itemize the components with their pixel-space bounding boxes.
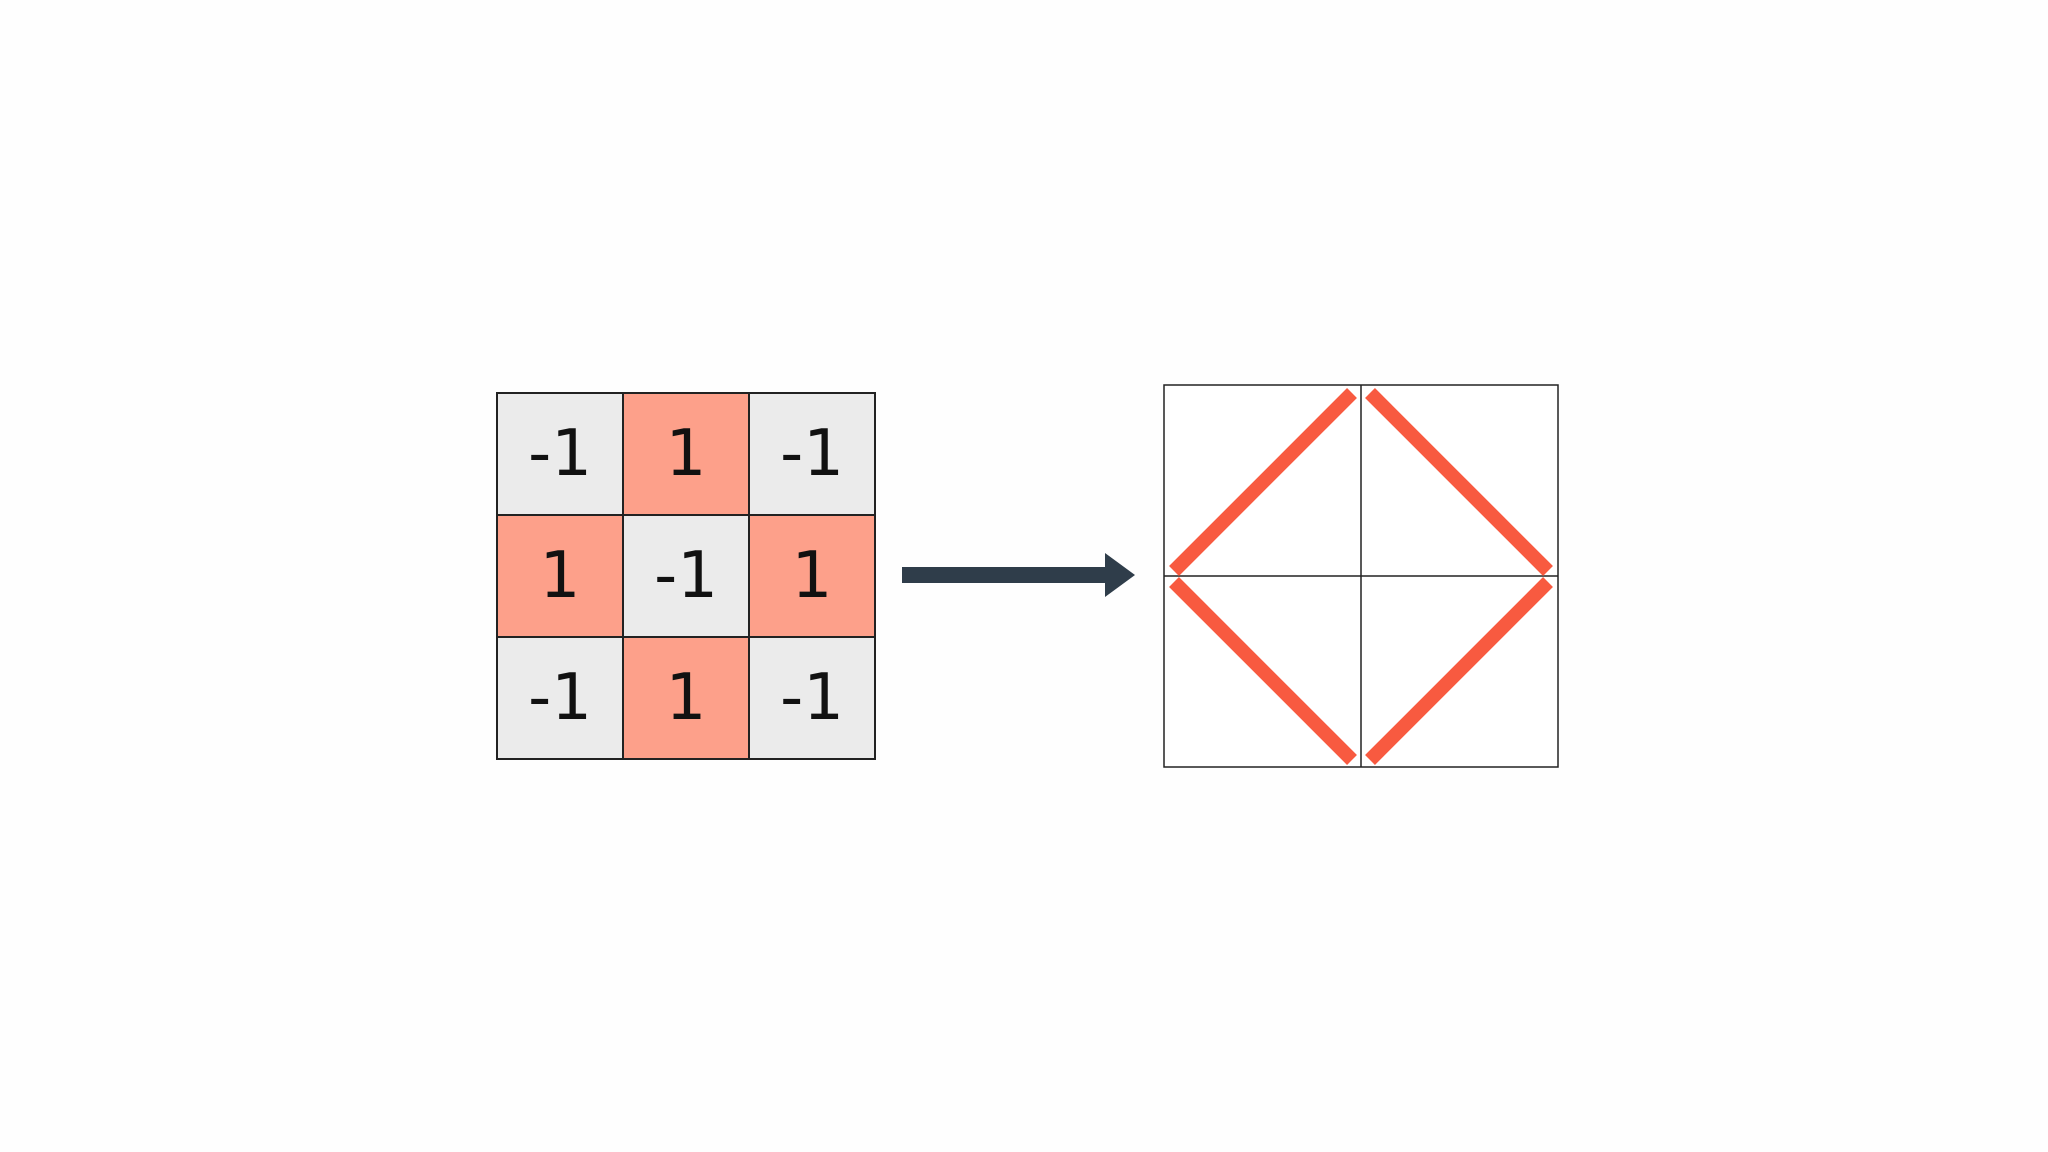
matrix-cell: -1 (497, 637, 623, 759)
diamond-stroke-top-right (1365, 388, 1553, 576)
matrix-cell: -1 (497, 393, 623, 515)
matrix-cell: 1 (497, 515, 623, 637)
matrix-cell: 1 (749, 515, 875, 637)
matrix-cell: -1 (623, 515, 749, 637)
diamond-stroke-top-left (1169, 388, 1357, 576)
matrix-cell: 1 (623, 637, 749, 759)
diamond-stroke-bottom-right (1365, 577, 1553, 765)
matrix-cell: -1 (749, 393, 875, 515)
matrix-cell: 1 (623, 393, 749, 515)
diamond-strokes (1169, 388, 1553, 765)
arrow-head (1105, 553, 1135, 597)
matrix-cell: -1 (749, 637, 875, 759)
arrow-shaft (902, 567, 1106, 583)
diamond-stroke-bottom-left (1169, 577, 1357, 765)
